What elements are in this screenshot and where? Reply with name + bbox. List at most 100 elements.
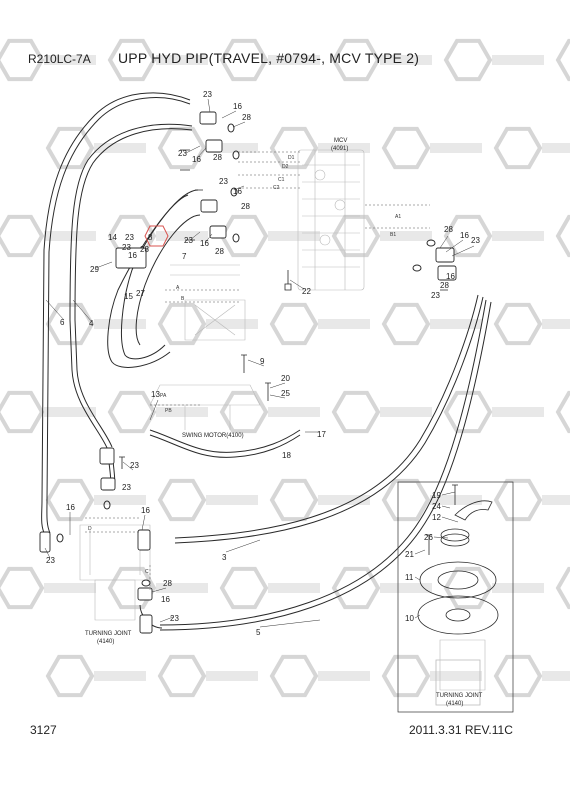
leader-line bbox=[185, 145, 201, 154]
callout: 16 bbox=[161, 595, 170, 604]
leader-line bbox=[247, 359, 265, 367]
reference-lines bbox=[85, 151, 430, 590]
watermark-logo bbox=[555, 566, 570, 610]
callout: 15 bbox=[124, 292, 133, 301]
leader-line bbox=[196, 147, 207, 159]
callout: 28 bbox=[444, 225, 453, 234]
leader-line bbox=[204, 233, 213, 244]
port-label: C2 bbox=[273, 185, 280, 191]
leader-line bbox=[259, 619, 321, 628]
callout: 16 bbox=[200, 239, 209, 248]
watermark-band bbox=[542, 671, 570, 681]
callout: 23 bbox=[125, 233, 134, 242]
watermark-band bbox=[206, 495, 258, 505]
watermark-logo bbox=[331, 214, 381, 258]
detail-callout: 11 bbox=[405, 573, 414, 582]
callout: 6 bbox=[60, 318, 65, 327]
callout: 18 bbox=[282, 451, 291, 460]
watermark-band bbox=[156, 583, 208, 593]
detail-turning-joint-code-label: (4140) bbox=[446, 701, 463, 707]
watermark-logo bbox=[443, 566, 493, 610]
leader-line bbox=[269, 394, 286, 399]
watermark-band bbox=[156, 231, 208, 241]
watermark-logo bbox=[555, 390, 570, 434]
watermark-band bbox=[492, 55, 544, 65]
watermark-band bbox=[156, 407, 208, 417]
watermark-logo bbox=[157, 126, 207, 170]
port-label: A1 bbox=[395, 214, 401, 220]
watermark-band bbox=[268, 231, 320, 241]
callout-part-8: 8 bbox=[148, 233, 153, 242]
callout: 23 bbox=[471, 236, 480, 245]
callout: 16 bbox=[233, 187, 242, 196]
watermark-band bbox=[542, 319, 570, 329]
watermark-logo bbox=[0, 38, 45, 82]
watermark-band bbox=[268, 407, 320, 417]
page-title: UPP HYD PIP(TRAVEL, #0794-, MCV TYPE 2) bbox=[118, 50, 420, 66]
callout: 23 bbox=[219, 177, 228, 186]
watermark-band bbox=[44, 583, 96, 593]
callout: 23 bbox=[178, 149, 187, 158]
callout: 25 bbox=[281, 389, 290, 398]
watermark-band bbox=[318, 143, 370, 153]
watermark-logo bbox=[269, 654, 319, 698]
callout: 27 bbox=[136, 289, 145, 298]
watermark-band bbox=[268, 55, 320, 65]
leader-line bbox=[433, 536, 449, 539]
callout: 23 bbox=[46, 556, 55, 565]
callout: 16 bbox=[128, 251, 137, 260]
callout: 13 bbox=[151, 390, 160, 399]
o-rings bbox=[56, 123, 436, 587]
port-label: C1 bbox=[278, 177, 285, 183]
callout: 16 bbox=[233, 102, 242, 111]
watermark-band bbox=[94, 319, 146, 329]
turning-joint-code-label: (4140) bbox=[97, 639, 114, 645]
leader-line bbox=[189, 231, 201, 241]
watermark-band bbox=[156, 55, 208, 65]
hose-lines bbox=[41, 92, 492, 631]
callout: 9 bbox=[260, 357, 265, 366]
watermark-band bbox=[492, 231, 544, 241]
watermark-band bbox=[94, 495, 146, 505]
callout: 23 bbox=[130, 461, 139, 470]
detail-callout: 10 bbox=[405, 614, 414, 623]
callout: 23 bbox=[184, 236, 193, 245]
leader-line bbox=[72, 299, 93, 323]
port-label: PA bbox=[160, 393, 167, 399]
detail-turning-joint-label: TURNING JOINT bbox=[436, 693, 483, 699]
leader-lines bbox=[44, 98, 475, 628]
watermark-band bbox=[268, 583, 320, 593]
model-code: R210LC-7A bbox=[28, 52, 91, 66]
leader-line bbox=[441, 491, 456, 496]
watermark-logo bbox=[493, 654, 543, 698]
callout: 23 bbox=[203, 90, 212, 99]
callout: 28 bbox=[242, 113, 251, 122]
watermark-band bbox=[44, 231, 96, 241]
port-label: B bbox=[181, 296, 185, 302]
leader-line bbox=[289, 279, 305, 290]
callout: 29 bbox=[90, 265, 99, 274]
detail-callout: 26 bbox=[424, 533, 433, 542]
leader-line bbox=[414, 576, 421, 581]
watermark-logo bbox=[0, 566, 45, 610]
watermark-band bbox=[206, 143, 258, 153]
leader-line bbox=[439, 235, 449, 249]
watermark-band bbox=[318, 319, 370, 329]
leader-line bbox=[225, 539, 261, 553]
callout: 3 bbox=[222, 553, 227, 562]
detail-callout: 12 bbox=[432, 513, 441, 522]
watermark-logo bbox=[443, 390, 493, 434]
callout: 7 bbox=[182, 252, 187, 261]
leader-line bbox=[232, 121, 246, 128]
port-label: A bbox=[176, 285, 180, 291]
port-label: D1 bbox=[288, 155, 295, 161]
watermark-logo bbox=[157, 478, 207, 522]
swing-motor-label: SWING MOTOR(4100) bbox=[182, 433, 244, 439]
watermark-band bbox=[430, 495, 482, 505]
callout: 23 bbox=[122, 483, 131, 492]
leader-line bbox=[151, 587, 167, 593]
callout: 28 bbox=[163, 579, 172, 588]
turning-joint-label: TURNING JOINT bbox=[85, 631, 132, 637]
callout: 16 bbox=[141, 506, 150, 515]
